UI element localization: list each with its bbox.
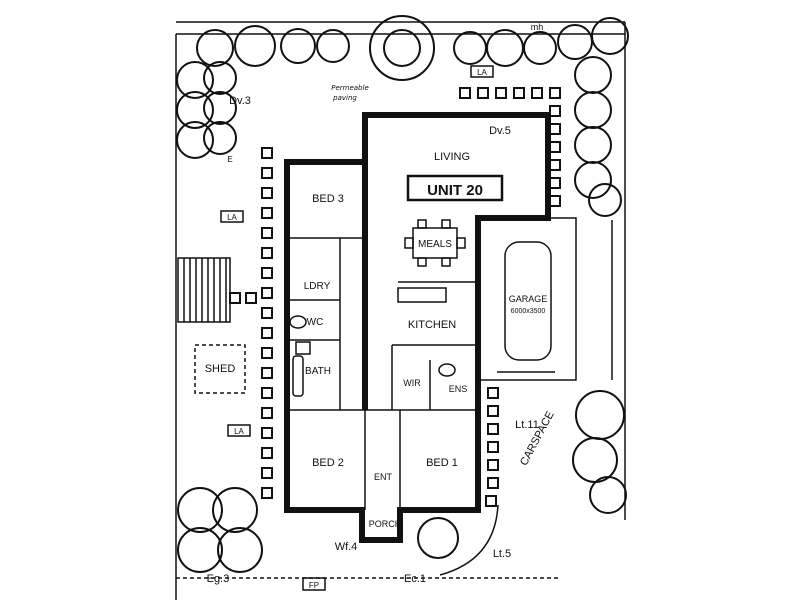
room-living: LIVING — [434, 151, 470, 163]
room-ent: ENT — [374, 472, 393, 482]
label-lt5: Lt.5 — [493, 548, 511, 560]
garage-dimensions: 6000x3500 — [511, 308, 546, 315]
la-box-2 — [470, 65, 494, 78]
unit-label-box — [406, 174, 504, 202]
label-wf4: Wf.4 — [335, 541, 358, 553]
label-ec1: Ec.1 — [404, 573, 426, 585]
room-bed2: BED 2 — [312, 457, 344, 469]
porch-tree — [417, 517, 459, 559]
la-label-2: LA — [477, 68, 487, 77]
meals-table — [404, 219, 466, 267]
la-box-1 — [220, 210, 244, 223]
label-lt11: Lt.11 — [515, 419, 539, 431]
label-e: E — [227, 155, 232, 164]
room-bath: BATH — [305, 366, 331, 377]
room-meals: MEALS — [418, 239, 452, 250]
room-wir: WIR — [403, 378, 421, 388]
label-dv5: Dv.5 — [489, 125, 511, 137]
unit-label: UNIT 20 — [427, 182, 483, 199]
tree-row-left — [176, 61, 237, 159]
label-mh: mh — [531, 22, 544, 32]
room-porch: PORCH — [369, 519, 402, 529]
room-wc: WC — [307, 317, 324, 328]
shed-outline — [194, 344, 246, 394]
curved-path — [439, 504, 499, 576]
room-bed3: BED 3 — [312, 193, 344, 205]
tree-row-top — [196, 15, 629, 81]
la-label-3: LA — [234, 427, 244, 436]
garage — [479, 217, 577, 381]
label-eg3: Eg.3 — [207, 573, 230, 585]
bath-fixtures — [289, 315, 456, 397]
label-dv3: Dv.3 — [229, 95, 251, 107]
tree-cluster-bottom-left — [177, 487, 263, 573]
shed-label: SHED — [205, 363, 236, 375]
fp-box — [302, 577, 326, 591]
room-ldry: LDRY — [304, 281, 331, 292]
la-label-1: LA — [227, 213, 237, 222]
paver-path-right — [485, 387, 499, 507]
room-bed1: BED 1 — [426, 457, 458, 469]
permeable-paving-label-2: paving — [332, 94, 357, 102]
permeable-paving-label-1: Permeable — [331, 84, 369, 92]
shed-hatch — [177, 257, 231, 323]
boundary-fence — [175, 21, 626, 600]
room-ens: ENS — [449, 384, 468, 394]
room-garage: GARAGE — [509, 294, 548, 304]
room-kitchen: KITCHEN — [408, 319, 456, 331]
label-fp: FP — [309, 581, 319, 590]
paver-path-left — [229, 147, 273, 499]
la-box-3 — [227, 424, 251, 437]
tree-row-right — [572, 56, 627, 514]
